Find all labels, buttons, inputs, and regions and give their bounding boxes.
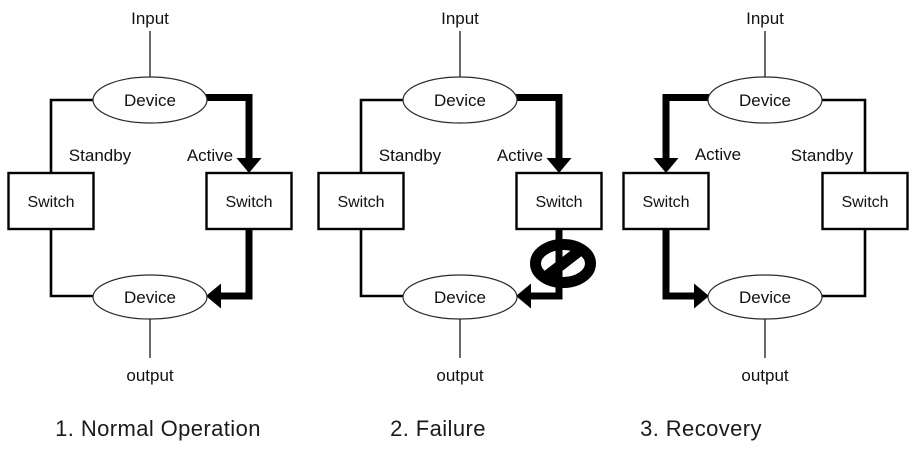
device-top-label: Device xyxy=(739,91,791,110)
prohibition-slash xyxy=(539,243,587,284)
active-arrowhead-top xyxy=(546,158,572,173)
active-arrowhead-bottom xyxy=(206,283,221,309)
diagram-panel-recovery: Input Device Active Standby Switch Switc… xyxy=(622,9,909,385)
standby-link-top xyxy=(49,98,95,172)
active-arrowhead-bottom xyxy=(516,283,531,309)
switch-left-box xyxy=(622,171,710,231)
standby-link-bottom xyxy=(820,229,867,298)
device-top-ellipse xyxy=(92,76,208,124)
caption-recovery: 3. Recovery xyxy=(640,416,762,441)
active-link-top xyxy=(206,94,253,159)
standby-link-top xyxy=(820,98,867,172)
input-label: Input xyxy=(131,9,169,28)
input-label: Input xyxy=(746,9,784,28)
switch-right-box xyxy=(821,171,909,231)
diagram-panel-failure: Input Device Standby Active Switch Switc… xyxy=(317,9,603,385)
caption-failure: 2. Failure xyxy=(390,416,486,441)
right-path-label: Standby xyxy=(791,146,854,165)
active-arrowhead-top xyxy=(236,158,262,173)
output-label: output xyxy=(741,366,789,385)
switch-right-label: Switch xyxy=(535,194,582,211)
caption-normal-operation: 1. Normal Operation xyxy=(55,416,261,441)
active-link-bottom xyxy=(530,229,563,300)
device-top-label: Device xyxy=(124,91,176,110)
device-bottom-label: Device xyxy=(434,288,486,307)
left-path-label: Standby xyxy=(379,146,442,165)
right-path-label: Active xyxy=(497,146,543,165)
prohibition-icon xyxy=(530,239,596,288)
active-link-bottom xyxy=(220,229,253,300)
input-label: Input xyxy=(441,9,479,28)
active-link-top xyxy=(662,94,709,159)
switch-left-label: Switch xyxy=(337,194,384,211)
active-arrowhead-top xyxy=(653,158,679,173)
switch-left-label: Switch xyxy=(27,194,74,211)
diagram-panel-normal-operation: Input Device Standby Active Switch Switc… xyxy=(7,9,293,385)
active-arrowhead-bottom xyxy=(694,283,709,309)
left-path-label: Standby xyxy=(69,146,132,165)
device-top-ellipse xyxy=(402,76,518,124)
switch-right-box xyxy=(205,171,293,231)
standby-link-top xyxy=(359,98,405,172)
standby-link-bottom xyxy=(49,229,95,298)
device-top-ellipse xyxy=(707,76,823,124)
prohibition-ring xyxy=(530,239,596,288)
active-link-bottom xyxy=(662,229,695,300)
standby-link-bottom xyxy=(359,229,405,298)
device-bottom-label: Device xyxy=(739,288,791,307)
output-label: output xyxy=(436,366,484,385)
device-bottom-label: Device xyxy=(124,288,176,307)
switch-right-label: Switch xyxy=(841,194,888,211)
switch-right-box xyxy=(515,171,603,231)
switch-right-label: Switch xyxy=(225,194,272,211)
left-path-label: Active xyxy=(695,145,741,164)
device-top-label: Device xyxy=(434,91,486,110)
active-link-top xyxy=(516,94,563,159)
output-label: output xyxy=(126,366,174,385)
right-path-label: Active xyxy=(187,146,233,165)
switch-left-label: Switch xyxy=(642,194,689,211)
